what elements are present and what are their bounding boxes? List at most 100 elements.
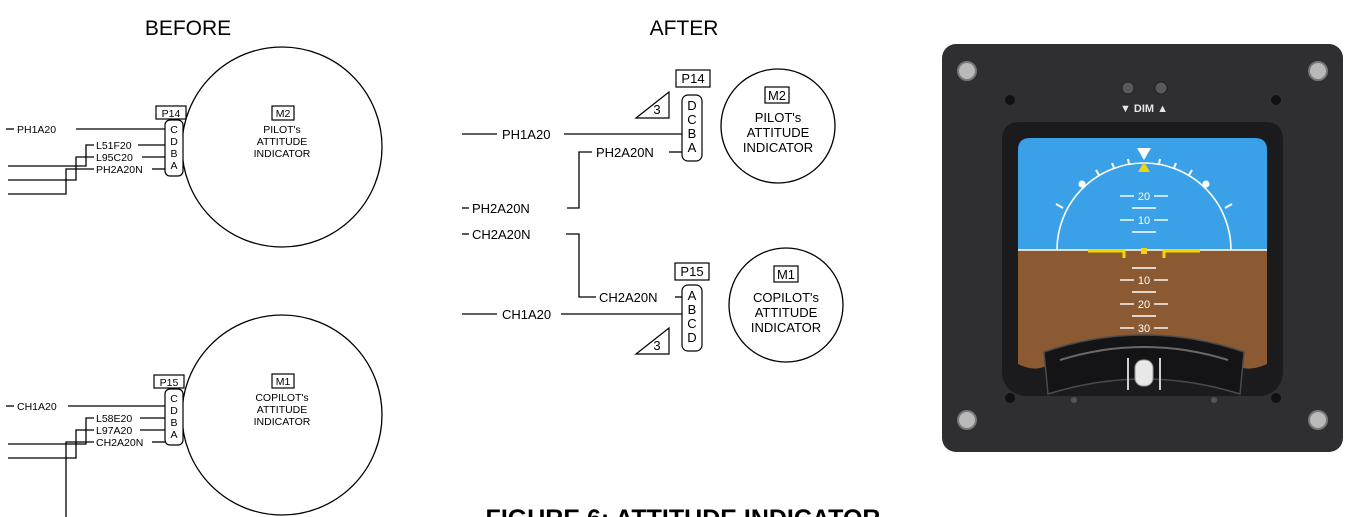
aircraft-symbol-dot <box>1141 248 1147 254</box>
after-copilot-note-triangle <box>634 326 670 355</box>
pitch-ladder-down <box>1120 267 1168 329</box>
before-pilot-wire-label: PH2A20N <box>96 164 143 176</box>
roll-pointer <box>1137 148 1151 160</box>
before-pilot-device-ref: M2 <box>276 108 291 120</box>
slip-indicator-highlight <box>1059 346 1229 361</box>
after-copilot-indicator-outline <box>728 247 844 363</box>
before-copilot-pin: B <box>170 417 177 429</box>
after-copilot-pin: C <box>687 316 696 331</box>
pitch-label-down: 30 <box>1138 323 1150 335</box>
pitch-ladder-up <box>1120 195 1168 233</box>
after-copilot-pin: B <box>688 302 697 317</box>
before-copilot-device-ref: M1 <box>276 376 291 388</box>
after-copilot-pin: D <box>687 330 696 345</box>
after-pilot-note: 3 <box>653 102 660 117</box>
before-copilot-name-line-3: INDICATOR <box>254 416 311 428</box>
after-copilot-connector-box <box>674 262 710 281</box>
before-copilot-wire <box>8 417 94 445</box>
pitch-label-down: 10 <box>1138 275 1150 287</box>
before-pilot-pin: A <box>170 160 177 172</box>
before-pilot-pin: C <box>170 124 178 136</box>
after-pilot-wire <box>567 151 592 209</box>
after-pilot-pin: C <box>687 112 696 127</box>
after-copilot-name-line-1: COPILOT's <box>753 290 820 305</box>
bezel-mount-hole <box>1271 95 1281 105</box>
after-pilot-name-line-3: INDICATOR <box>743 140 813 155</box>
after-pilot-pin-block <box>681 94 703 162</box>
before-copilot-wire-label: CH1A20 <box>17 401 57 413</box>
after-pilot-connector-box <box>675 69 711 88</box>
after-pilot-name-line-1: PILOT's <box>755 110 802 125</box>
sky-pointer <box>1138 162 1150 172</box>
pitch-label-up: 20 <box>1138 191 1150 203</box>
after-copilot-name-line-3: INDICATOR <box>751 320 821 335</box>
after-pilot-wire-label: PH2A20N <box>596 145 654 160</box>
bezel-screw <box>957 410 977 430</box>
after-copilot-diagram: M1 COPILOT's ATTITUDE INDICATOR P15 A B … <box>462 227 844 363</box>
before-pilot-wire-label: PH1A20 <box>17 124 56 136</box>
aircraft-symbol <box>1088 249 1200 258</box>
before-pilot-name-line-2: ATTITUDE <box>257 136 308 148</box>
before-pilot-connector: P14 <box>162 108 181 120</box>
after-pilot-pin: B <box>688 126 697 141</box>
after-copilot-pin-block <box>681 284 703 352</box>
after-pilot-indicator-outline <box>720 68 836 184</box>
before-pilot-pin-block <box>164 119 184 177</box>
after-pilot-note-triangle <box>634 90 670 119</box>
after-pilot-wire-label: PH1A20 <box>502 127 550 142</box>
after-copilot-wire-label: CH2A20N <box>599 290 658 305</box>
after-pilot-pin: A <box>688 140 697 155</box>
after-copilot-wire-label: CH1A20 <box>502 307 551 322</box>
bezel-mount-hole <box>1005 95 1015 105</box>
before-copilot-wire-label: L58E20 <box>96 413 132 425</box>
before-copilot-pin: D <box>170 405 178 417</box>
after-copilot-name-line-2: ATTITUDE <box>755 305 818 320</box>
after-copilot-connector: P15 <box>680 264 703 279</box>
before-copilot-wire-label: CH2A20N <box>96 437 143 449</box>
roll-tick-dot <box>1202 180 1210 188</box>
before-copilot-wire <box>8 429 94 459</box>
before-pilot-device-ref-box <box>271 105 295 121</box>
after-copilot-pin: A <box>688 288 697 303</box>
before-pilot-name-line-3: INDICATOR <box>254 148 311 160</box>
pitch-label-up: 10 <box>1138 215 1150 227</box>
before-pilot-diagram: M2 PILOT's ATTITUDE INDICATOR P14 C D B … <box>6 46 383 248</box>
after-copilot-wire-label: CH2A20N <box>472 227 531 242</box>
before-copilot-pin-block <box>164 388 184 446</box>
before-pilot-wire-label: L51F20 <box>96 140 132 152</box>
before-pilot-wire <box>8 168 94 195</box>
after-pilot-connector: P14 <box>681 71 704 86</box>
bezel-screw <box>1308 410 1328 430</box>
bezel-screw <box>957 61 977 81</box>
face-screw <box>1071 397 1077 403</box>
before-copilot-wire <box>65 441 94 517</box>
after-pilot-diagram: M2 PILOT's ATTITUDE INDICATOR P14 D C B … <box>462 68 836 216</box>
roll-scale <box>1055 158 1233 209</box>
figure-title: FIGURE 6: ATTITUDE INDICATOR <box>486 505 881 517</box>
before-copilot-connector-box <box>153 374 185 389</box>
dim-down-button[interactable] <box>1121 81 1135 95</box>
after-pilot-device-ref: M2 <box>768 88 786 103</box>
after-pilot-pin: D <box>687 98 696 113</box>
after-copilot-note: 3 <box>653 338 660 353</box>
before-copilot-connector: P15 <box>160 377 179 389</box>
roll-tick-dot <box>1078 180 1086 188</box>
attitude-indicator-instrument: ▼ DIM ▲ 20 10 <box>942 44 1343 452</box>
before-pilot-wire <box>8 144 94 167</box>
after-heading: AFTER <box>650 17 719 40</box>
slip-ball <box>1134 359 1154 387</box>
before-copilot-pin: C <box>170 393 178 405</box>
before-copilot-name-line-1: COPILOT's <box>255 392 308 404</box>
dim-up-button[interactable] <box>1154 81 1168 95</box>
after-pilot-device-ref-box <box>764 86 790 104</box>
face-screw <box>1211 397 1217 403</box>
dim-label: ▼ DIM ▲ <box>1120 103 1168 115</box>
before-pilot-connector-box <box>155 105 187 120</box>
before-copilot-diagram: M1 COPILOT's ATTITUDE INDICATOR P15 C D … <box>6 314 383 517</box>
bezel-screw <box>1308 61 1328 81</box>
before-heading: BEFORE <box>145 17 231 40</box>
bezel-mount-hole <box>1005 393 1015 403</box>
pitch-label-down: 20 <box>1138 299 1150 311</box>
before-copilot-wire-label: L97A20 <box>96 425 132 437</box>
